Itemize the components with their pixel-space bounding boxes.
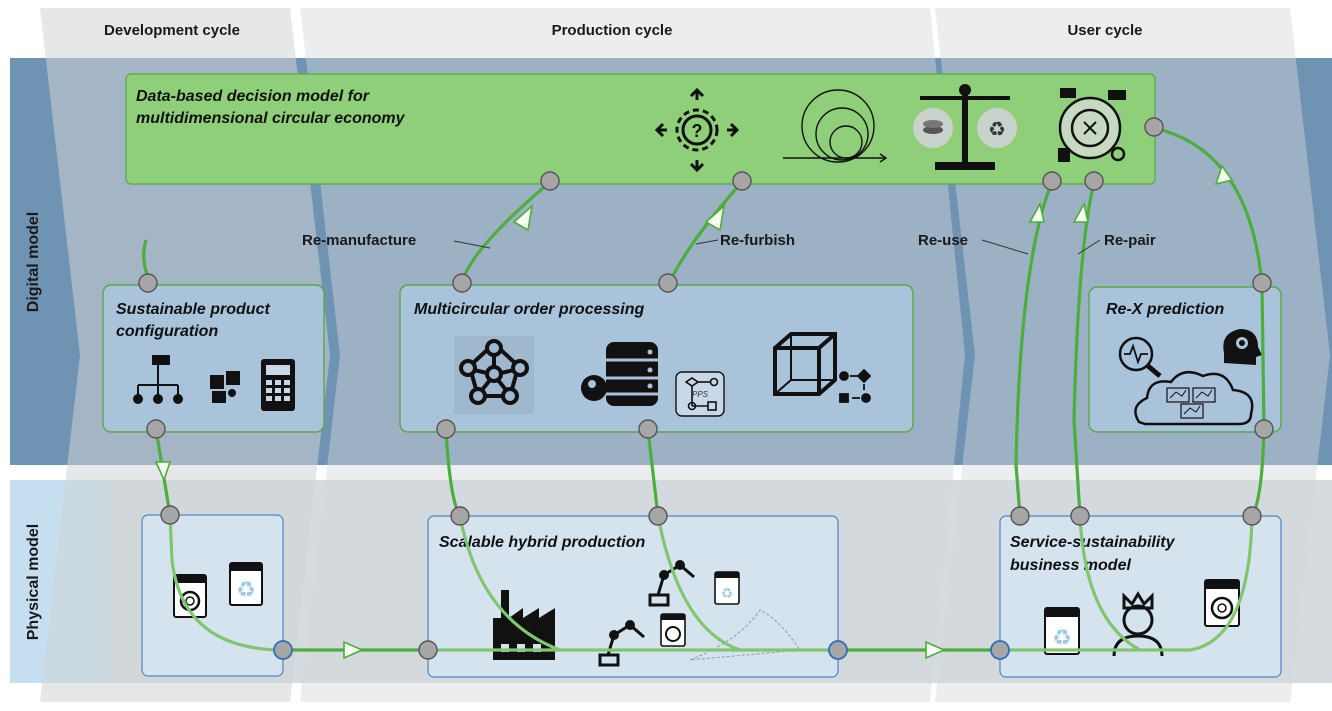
refurbish-physical (656, 515, 741, 652)
washing-machine-icon (173, 574, 207, 618)
node (273, 640, 293, 660)
production-flow-swirl (689, 609, 801, 661)
arrowhead-remanufacture (512, 203, 534, 232)
header-development-cycle: Development cycle (104, 22, 240, 39)
node (1242, 506, 1262, 526)
balance-scale-icon: ♻ (913, 84, 1017, 170)
calculator-icon (261, 359, 295, 411)
production-washing-machine-icon: ♻ (714, 571, 740, 605)
label-remanufacture: Re-manufacture (302, 232, 416, 249)
service-model-title-line1: Service-sustainability (1010, 534, 1176, 551)
question-gear-arrows-icon: ? (654, 87, 740, 173)
development-physical-box (141, 514, 284, 677)
node (146, 419, 166, 439)
database-icon (581, 342, 658, 406)
header-production-cycle: Production cycle (552, 22, 673, 39)
service-model-title-line2: business model (1010, 557, 1131, 574)
node (160, 505, 180, 525)
cloud-chart-icon (1134, 370, 1254, 426)
recycle-globe-icon (1058, 88, 1126, 162)
product-config-title-line1: Sustainable product (116, 301, 270, 318)
magnifier-pulse-icon (1118, 336, 1162, 378)
leader-refurbish (695, 239, 719, 245)
node (1042, 171, 1062, 191)
network-icon (454, 336, 534, 414)
node (452, 273, 472, 293)
hybrid-production-title: Scalable hybrid production (439, 534, 645, 551)
node (418, 640, 438, 660)
leader-repair (1077, 239, 1101, 255)
node (138, 273, 158, 293)
decision-model-title-line2: multidimensional circular economy (136, 110, 406, 127)
flow-shapes-icon (839, 368, 872, 403)
circle-loops-icon (783, 89, 888, 163)
svg-text:♻: ♻ (721, 585, 734, 601)
dev-physical-curve (168, 514, 281, 652)
decision-model-title-line1: Data-based decision model for (136, 88, 370, 105)
node (1084, 171, 1104, 191)
label-reuse: Re-use (918, 232, 968, 249)
order-processing-title: Multicircular order processing (414, 301, 645, 318)
nodes (138, 117, 1274, 660)
arrowhead-repair (1072, 201, 1089, 223)
node (658, 273, 678, 293)
repair-physical (1078, 515, 1141, 652)
arrowhead-reuse (1028, 201, 1045, 223)
node (1070, 506, 1090, 526)
reuse-line (1014, 181, 1054, 517)
node (450, 506, 470, 526)
pps-process-icon: PPS (675, 371, 725, 417)
node (1144, 117, 1164, 137)
node (828, 640, 848, 660)
rex-prediction-box (1088, 286, 1282, 433)
node (1252, 273, 1272, 293)
robot-arm-icon-2 (598, 620, 645, 667)
label-repair: Re-pair (1104, 232, 1156, 249)
puzzle-icon (210, 371, 240, 403)
arrowhead-dev-down (154, 461, 172, 483)
arrowhead-physical-2 (925, 640, 946, 660)
user-loop-line (1153, 126, 1266, 517)
node (436, 419, 456, 439)
leader-remanufacture (453, 240, 491, 249)
service-recycled-washing-machine-icon: ♻ (1044, 607, 1080, 655)
arrowhead-user-loop (1214, 164, 1234, 186)
hierarchy-icon (133, 355, 183, 404)
service-washing-machine-icon (1204, 579, 1240, 627)
refurbish-line (646, 180, 744, 517)
svg-text:?: ? (692, 121, 703, 141)
node (1254, 419, 1274, 439)
svg-text:♻: ♻ (988, 119, 1006, 141)
repair-line (1072, 181, 1096, 517)
label-refurbish: Re-furbish (720, 232, 795, 249)
product-config-title-line2: configuration (116, 323, 218, 340)
user-physical-line (1000, 514, 1254, 652)
label-digital-model: Digital model (25, 212, 42, 312)
node (990, 640, 1010, 660)
node (648, 506, 668, 526)
production-washing-machine-icon-2 (660, 613, 686, 647)
svg-text:♻: ♻ (1052, 625, 1072, 650)
rex-prediction-title: Re-X prediction (1106, 301, 1224, 318)
arrowhead-physical-1 (343, 640, 364, 660)
node (540, 171, 560, 191)
node (1010, 506, 1030, 526)
node (732, 171, 752, 191)
pps-label: PPS (692, 390, 709, 399)
arrowhead-refurbish (704, 203, 726, 232)
brain-head-icon (1223, 329, 1262, 365)
svg-text:♻: ♻ (236, 577, 256, 602)
recycled-washing-machine-icon: ♻ (229, 562, 263, 606)
leader-reuse (981, 239, 1029, 255)
label-physical-model: Physical model (25, 524, 42, 641)
crowned-user-icon (1112, 591, 1164, 657)
header-user-cycle: User cycle (1067, 22, 1142, 39)
remanufacture-physical (458, 515, 561, 652)
factory-icon (493, 590, 555, 660)
cube-wireframe-icon (773, 332, 837, 396)
node (638, 419, 658, 439)
